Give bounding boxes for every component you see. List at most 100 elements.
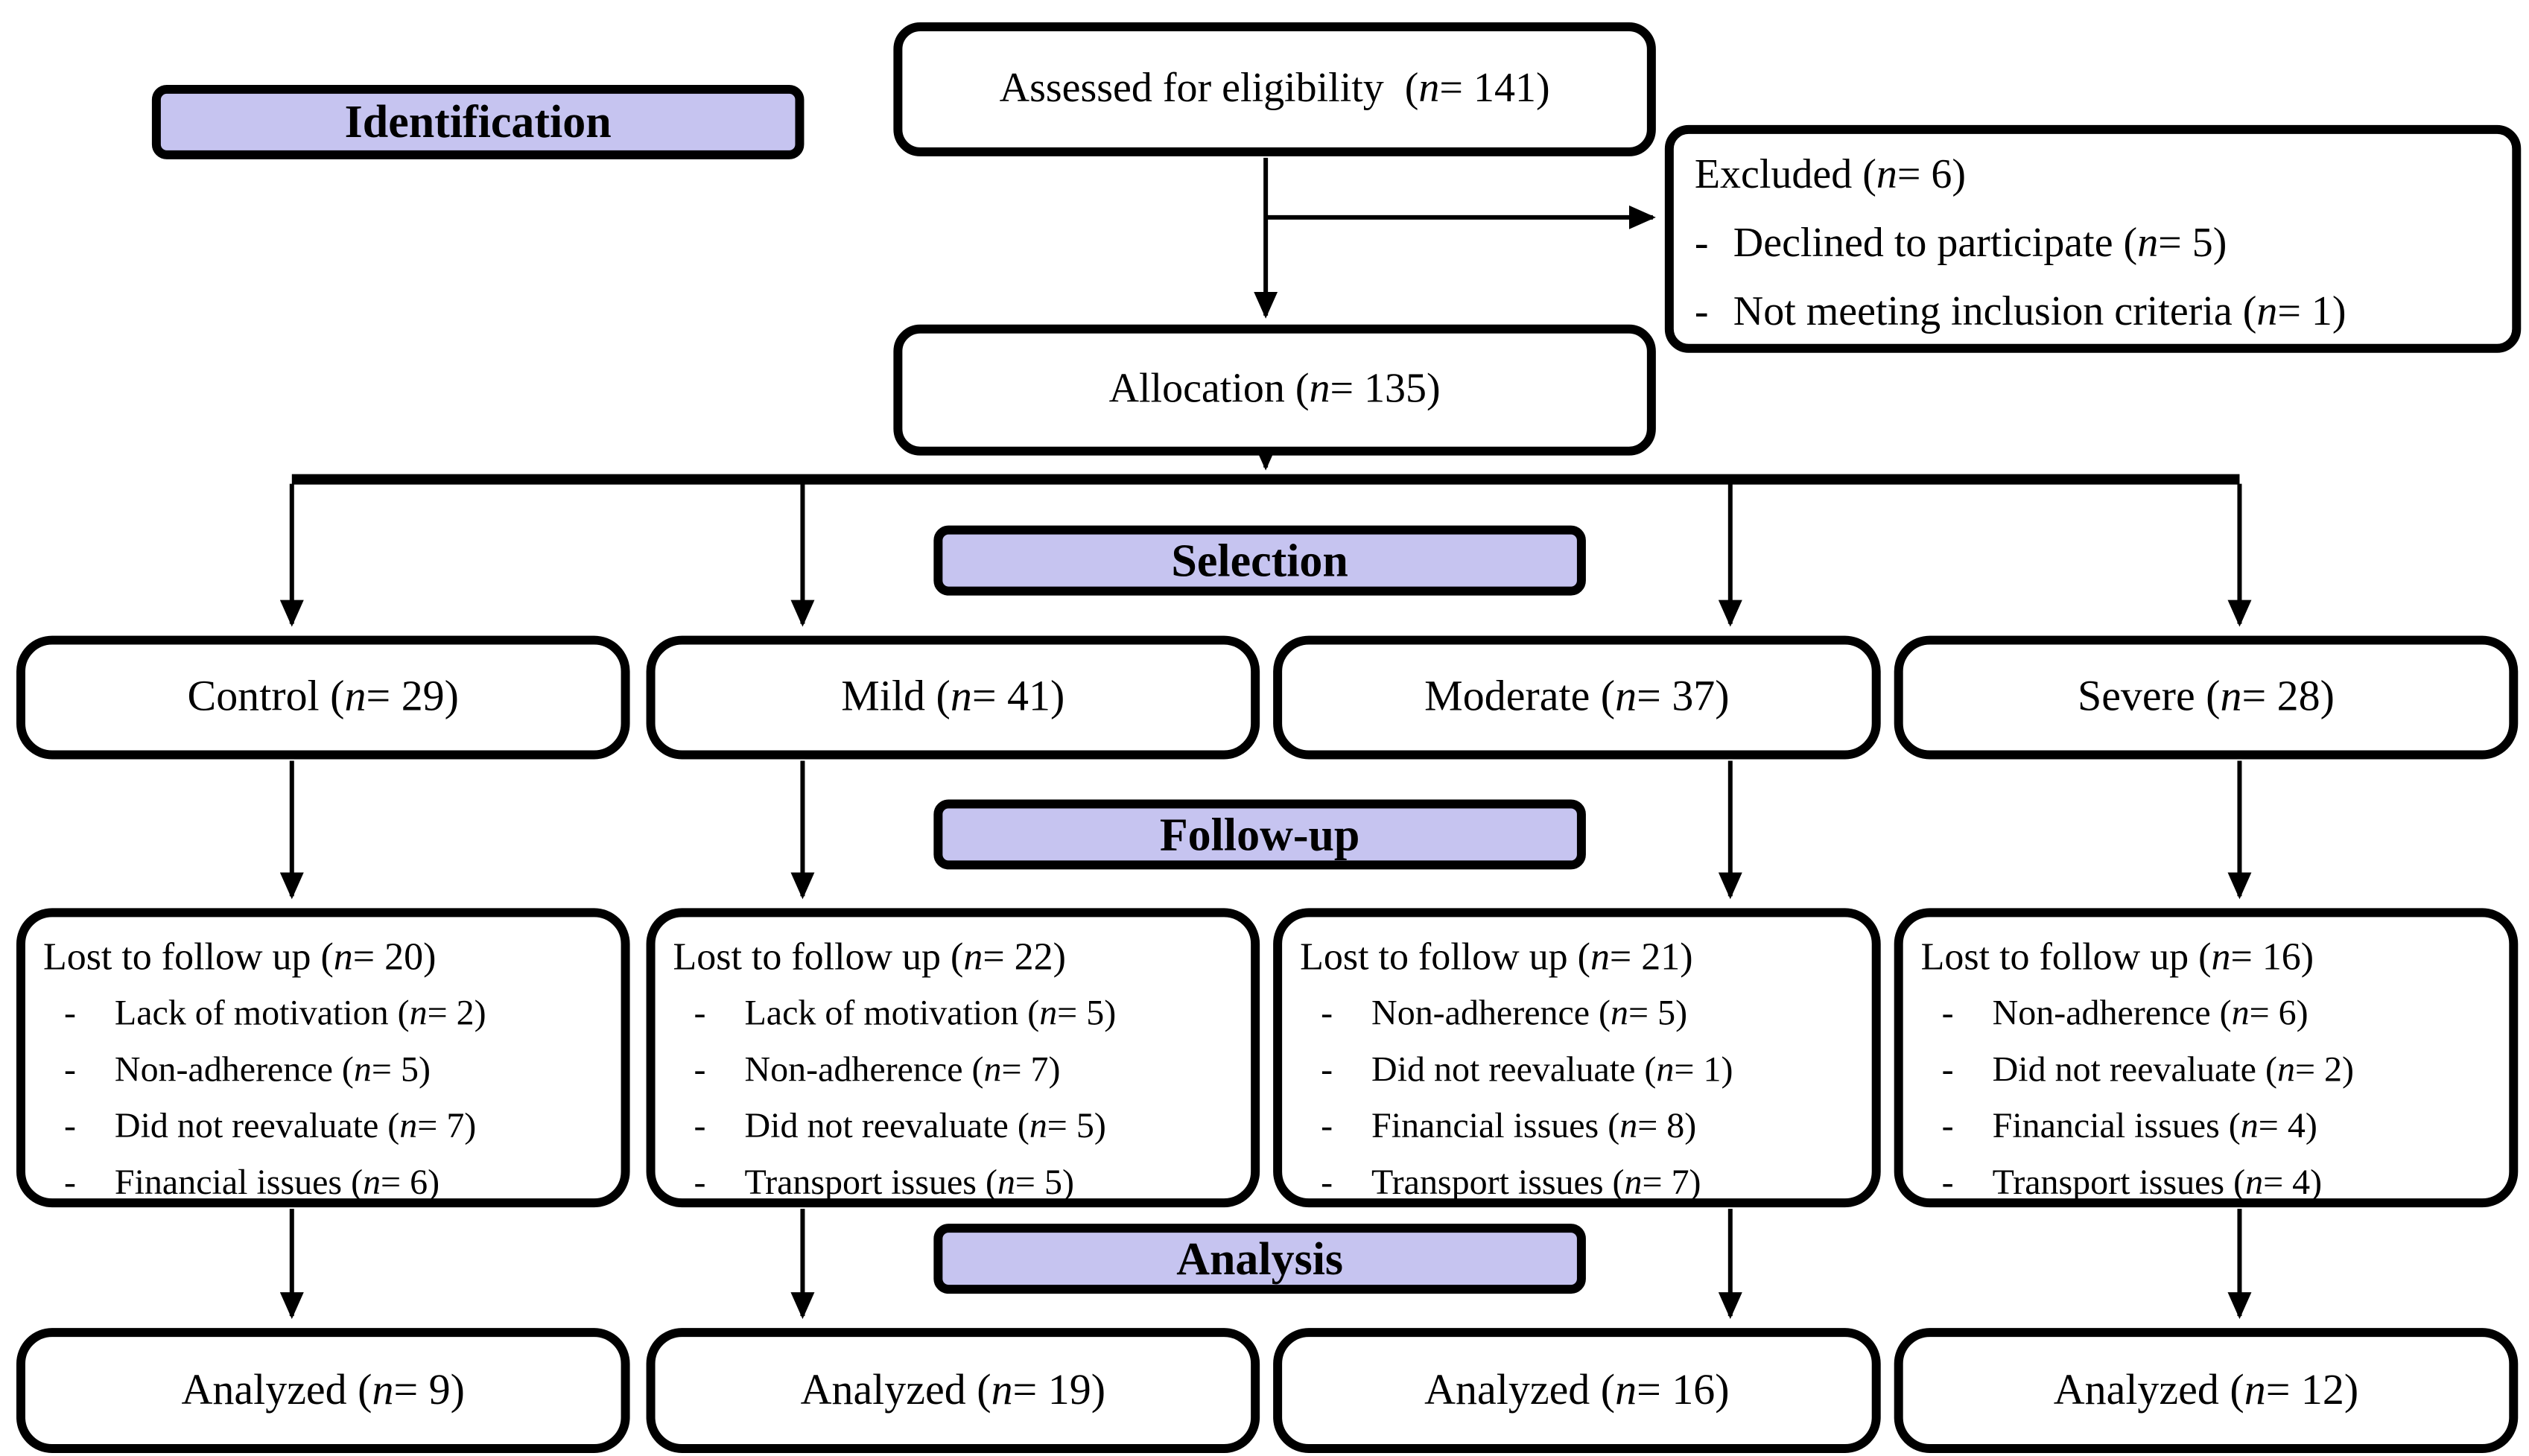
n-symbol: n (1590, 935, 1611, 979)
n-symbol: n (1619, 1107, 1638, 1147)
reason-text: Did not reevaluate (n= 1) (1371, 1051, 1733, 1090)
excluded-title: Excluded (n= 6) (1695, 151, 1967, 198)
n-symbol: n (951, 673, 973, 721)
reason-label: Transport issues (744, 1164, 977, 1204)
reason-label: Lack of motivation (115, 994, 389, 1034)
n-symbol: n (354, 1051, 372, 1090)
lost-reason-item: - Transport issues (n= 4) (1921, 1155, 2498, 1212)
lost-to-follow-up-box-mild: Lost to follow up (n= 22) - Lack of moti… (646, 908, 1260, 1208)
stage-badge-identification: Identification (152, 84, 805, 159)
n-symbol: n (1418, 65, 1440, 112)
stage-badge-label: Selection (1171, 533, 1349, 586)
reason-n: 7 (446, 1107, 465, 1147)
lost-to-follow-up-box-severe: Lost to follow up (n= 16) - Non-adherenc… (1894, 908, 2519, 1208)
reason-n: 5 (1076, 1107, 1095, 1147)
group-box-mild: Mild (n= 41) (646, 635, 1260, 760)
bullet-dash: - (1321, 1051, 1333, 1090)
box-label: Lost to follow up (1300, 935, 1568, 979)
reason-text: Did not reevaluate (n= 5) (744, 1107, 1107, 1147)
reason-text: Lack of motivation (n= 2) (115, 994, 487, 1034)
analyzed-box-control: Analyzed (n= 9) (16, 1328, 630, 1454)
bullet-dash: - (1942, 1164, 1955, 1204)
assessed-for-eligibility-box: Assessed for eligibility (n= 141) (893, 22, 1657, 156)
reason-n: 2 (457, 994, 475, 1034)
box-label: Analyzed (181, 1366, 348, 1414)
n-symbol: n (2231, 994, 2250, 1034)
box-n: 141 (1473, 65, 1537, 112)
lost-title: Lost to follow up (n= 20) (43, 935, 437, 979)
reason-n: 6 (410, 1164, 428, 1204)
reason-text: Did not reevaluate (n= 7) (115, 1107, 477, 1147)
excluded-reason-item: - Not meeting inclusion criteria (n= 1) (1695, 279, 2500, 347)
bullet-dash: - (1942, 994, 1955, 1034)
n-symbol: n (1039, 994, 1058, 1034)
lost-reason-item: - Lack of motivation (n= 5) (673, 985, 1240, 1042)
reason-text: Transport issues (n= 4) (1992, 1164, 2323, 1204)
box-n: 20 (384, 935, 424, 979)
n-symbol: n (963, 935, 983, 979)
bullet-dash: - (1695, 220, 1709, 267)
bullet-dash: - (1942, 1051, 1955, 1090)
reason-text: Lack of motivation (n= 5) (744, 994, 1117, 1034)
reason-text: Not meeting inclusion criteria (n= 1) (1733, 288, 2346, 335)
bullet-dash: - (1695, 288, 1709, 335)
group-label: Severe (2078, 673, 2196, 721)
n-symbol: n (334, 935, 354, 979)
n-symbol: n (2241, 1107, 2259, 1147)
analyzed-box-mild: Analyzed (n= 19) (646, 1328, 1260, 1454)
lost-reason-item: - Financial issues (n= 4) (1921, 1099, 2498, 1155)
reason-text: Non-adherence (n= 6) (1992, 994, 2309, 1034)
n-symbol: n (1611, 994, 1629, 1034)
lost-reason-item: - Non-adherence (n= 7) (673, 1042, 1240, 1099)
reason-n: 1 (1703, 1051, 1722, 1090)
lost-reason-item: - Did not reevaluate (n= 7) (43, 1099, 609, 1155)
bullet-dash: - (1321, 1107, 1333, 1147)
group-label: Mild (841, 673, 926, 721)
lost-reason-item: - Did not reevaluate (n= 1) (1300, 1042, 1860, 1099)
bullet-dash: - (694, 1107, 706, 1147)
analyzed-box-severe: Analyzed (n= 12) (1894, 1328, 2519, 1454)
box-n: 16 (1672, 1366, 1716, 1414)
n-symbol: n (372, 1366, 394, 1414)
box-label: Lost to follow up (673, 935, 942, 979)
reason-n: 7 (1030, 1051, 1049, 1090)
box-n: 9 (429, 1366, 451, 1414)
stage-badge-analysis: Analysis (933, 1224, 1587, 1294)
n-symbol: n (409, 994, 428, 1034)
lost-title: Lost to follow up (n= 21) (1300, 935, 1693, 979)
reason-text: Financial issues (n= 6) (115, 1164, 440, 1204)
n-symbol: n (1029, 1107, 1048, 1147)
reason-label: Financial issues (1371, 1107, 1599, 1147)
n-symbol: n (344, 673, 367, 721)
reason-label: Financial issues (115, 1164, 343, 1204)
reason-text: Non-adherence (n= 7) (744, 1051, 1061, 1090)
group-n: 28 (2277, 673, 2321, 721)
box-label: Analyzed (1424, 1366, 1590, 1414)
lost-reason-item: - Did not reevaluate (n= 2) (1921, 1042, 2498, 1099)
n-symbol: n (1615, 1366, 1637, 1414)
reason-n: 5 (1086, 994, 1105, 1034)
box-label: Analyzed (2054, 1366, 2220, 1414)
n-symbol: n (1876, 151, 1898, 198)
reason-n: 1 (2311, 288, 2333, 335)
group-n: 41 (1007, 673, 1051, 721)
reason-label: Non-adherence (1992, 994, 2211, 1034)
n-symbol: n (991, 1366, 1013, 1414)
reason-n: 5 (401, 1051, 419, 1090)
reason-n: 2 (2324, 1051, 2343, 1090)
reason-label: Transport issues (1371, 1164, 1604, 1204)
reason-label: Lack of motivation (744, 994, 1019, 1034)
stage-badge-selection: Selection (933, 525, 1587, 596)
stage-badge-label: Analysis (1176, 1232, 1344, 1285)
box-n: 16 (2262, 935, 2302, 979)
n-symbol: n (1624, 1164, 1643, 1204)
lost-reason-item: - Transport issues (n= 7) (1300, 1155, 1860, 1212)
reason-label: Transport issues (1992, 1164, 2225, 1204)
lost-reason-item: - Lack of motivation (n= 2) (43, 985, 609, 1042)
bullet-dash: - (64, 994, 77, 1034)
n-symbol: n (1656, 1051, 1675, 1090)
reason-label: Non-adherence (744, 1051, 963, 1090)
n-symbol: n (2220, 673, 2242, 721)
box-label: Analyzed (800, 1366, 967, 1414)
lost-title: Lost to follow up (n= 16) (1921, 935, 2314, 979)
